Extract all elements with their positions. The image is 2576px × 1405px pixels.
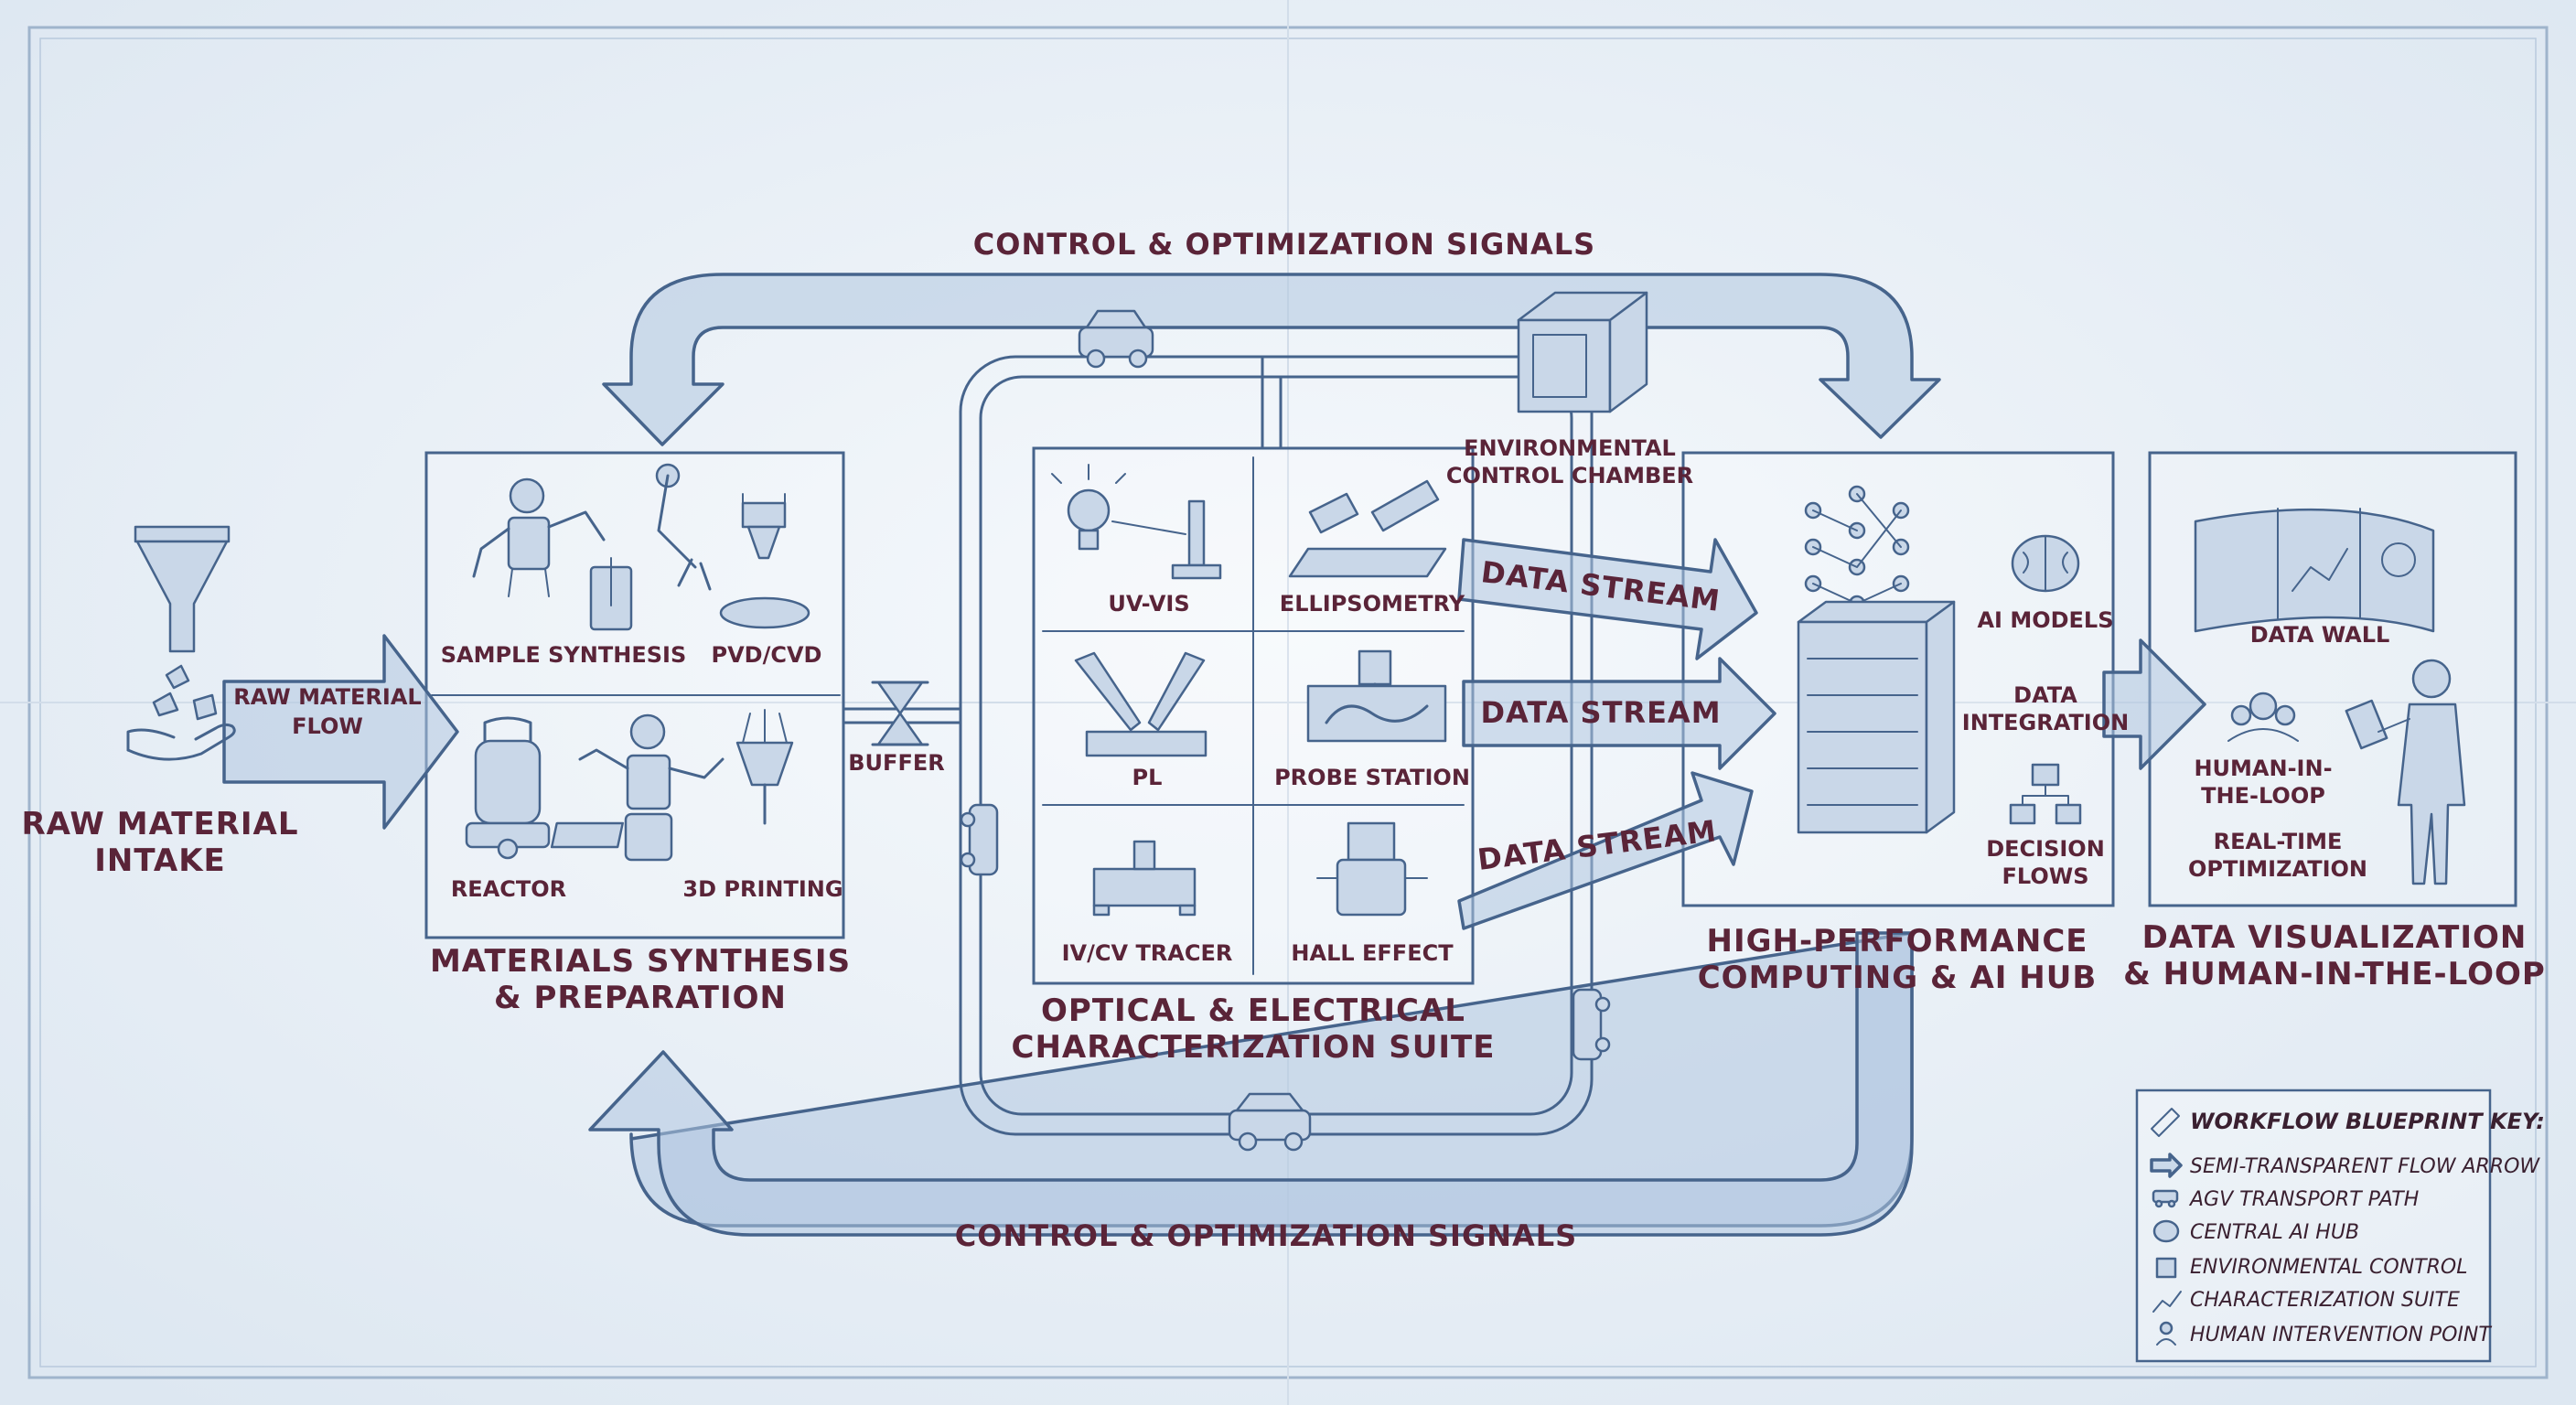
sample-synthesis-label: SAMPLE SYNTHESIS — [441, 642, 686, 668]
data-stream-arrow-3 — [1457, 771, 1754, 930]
hopper-icon — [134, 525, 231, 653]
agv-icon — [1228, 1092, 1312, 1152]
ellipsometry-icon — [1288, 479, 1447, 578]
hub-to-visualization-arrow — [2102, 638, 2206, 770]
human-in-the-loop-label: HUMAN-IN- — [2194, 756, 2332, 781]
control-signal-loop-bottom-arrow — [588, 931, 1914, 1237]
data-wall-icon — [2194, 508, 2435, 633]
hall-effect-label: HALL EFFECT — [1291, 940, 1454, 966]
visualization-title: DATA VISUALIZATION — [2142, 919, 2528, 956]
real-time-optimization-label: REAL-TIME — [2214, 829, 2343, 854]
human-in-the-loop-icon — [2227, 692, 2299, 742]
decision-flow-icon — [2009, 763, 2082, 825]
hall-effect-icon — [1316, 821, 1428, 917]
agv-icon — [1572, 988, 1611, 1061]
3d-printing-icon — [550, 709, 794, 849]
iv-cv-tracer-label: IV/CV TRACER — [1062, 940, 1233, 966]
uv-vis-label: UV-VIS — [1108, 591, 1189, 617]
ai-models-label: AI MODELS — [1977, 607, 2113, 633]
data-integration-label: DATA — [2013, 682, 2077, 708]
control-signals-top-label: CONTROL & OPTIMIZATION SIGNALS — [973, 227, 1595, 262]
pl-icon — [1074, 651, 1208, 757]
reactor-label: REACTOR — [451, 876, 566, 902]
brain-icon — [2011, 534, 2080, 593]
raw-material-flow-label: RAW MATERIAL — [233, 684, 421, 710]
agv-icon — [1078, 309, 1154, 369]
real-time-optimization-label: OPTIMIZATION — [2188, 856, 2367, 882]
pvd-cvd-icon — [719, 493, 810, 629]
decision-flows-label: FLOWS — [2002, 863, 2089, 889]
hand-with-materials-icon — [126, 664, 236, 761]
synthesis-title: MATERIALS SYNTHESIS — [430, 943, 851, 980]
buffer-label: BUFFER — [848, 750, 944, 776]
ellipsometry-label: ELLIPSOMETRY — [1280, 591, 1465, 617]
iv-cv-tracer-icon — [1092, 840, 1197, 917]
legend-item-label: SEMI-TRANSPARENT FLOW ARROW — [2190, 1155, 2540, 1178]
hub-title: HIGH-PERFORMANCE — [1707, 923, 2088, 960]
robot-reactor-icon — [578, 713, 724, 862]
person-icon — [2156, 1321, 2176, 1346]
robot-sample-synthesis-icon — [472, 477, 633, 631]
legend-item-label: ENVIRONMENTAL CONTROL — [2190, 1256, 2467, 1279]
data-wall-label: DATA WALL — [2250, 622, 2390, 648]
robot-arm-icon — [655, 463, 712, 591]
environmental-chamber-label: CONTROL CHAMBER — [1446, 463, 1693, 488]
data-integration-label: INTEGRATION — [1962, 710, 2129, 735]
person-tablet-icon — [2345, 659, 2466, 885]
hub-title: COMPUTING & AI HUB — [1698, 960, 2098, 996]
synthesis-title: & PREPARATION — [494, 980, 787, 1016]
reactor-icon — [465, 716, 551, 860]
data-stream-label-2: DATA STREAM — [1480, 695, 1721, 730]
raw-material-flow-label: FLOW — [292, 713, 363, 739]
intake-title: INTAKE — [94, 842, 226, 879]
decision-flows-label: DECISION — [1986, 836, 2105, 862]
raw-material-flow-arrow — [222, 634, 459, 830]
data-stream-arrow-2 — [1462, 657, 1776, 770]
legend-item-label: CHARACTERIZATION SUITE — [2190, 1289, 2460, 1312]
legend-item-label: HUMAN INTERVENTION POINT — [2190, 1324, 2492, 1346]
human-in-the-loop-label: THE-LOOP — [2201, 783, 2325, 809]
control-signals-bottom-label: CONTROL & OPTIMIZATION SIGNALS — [955, 1218, 1577, 1253]
data-stream-arrow-1 — [1457, 538, 1758, 660]
characterization-title: OPTICAL & ELECTRICAL — [1041, 992, 1465, 1029]
legend-box — [2135, 1089, 2492, 1363]
3d-printing-label: 3D PRINTING — [682, 876, 843, 902]
pvd-cvd-label: PVD/CVD — [712, 642, 822, 668]
agv-icon — [960, 803, 999, 876]
environmental-chamber-icon — [1517, 291, 1648, 413]
legend-title: WORKFLOW BLUEPRINT KEY: — [2190, 1109, 2545, 1134]
pencil-icon — [2151, 1108, 2180, 1137]
legend-item-label: CENTRAL AI HUB — [2190, 1221, 2359, 1244]
chart-icon — [2152, 1291, 2182, 1313]
flow-arrow-icon — [2150, 1153, 2183, 1178]
visualization-title: & HUMAN-IN-THE-LOOP — [2123, 956, 2546, 992]
probe-station-icon — [1306, 649, 1447, 743]
cube-icon — [2155, 1257, 2177, 1279]
probe-station-label: PROBE STATION — [1274, 765, 1470, 790]
agv-icon — [2152, 1189, 2179, 1208]
buffer-hourglass-icon — [871, 681, 929, 746]
brain-icon — [2152, 1219, 2180, 1243]
legend-item-label: AGV TRANSPORT PATH — [2188, 1188, 2419, 1211]
uv-vis-icon — [1051, 464, 1222, 580]
pl-label: PL — [1132, 765, 1163, 790]
characterization-title: CHARACTERIZATION SUITE — [1012, 1029, 1496, 1066]
environmental-chamber-label: ENVIRONMENTAL — [1464, 435, 1676, 461]
server-rack-icon — [1797, 600, 1956, 834]
intake-title: RAW MATERIAL — [21, 806, 298, 842]
